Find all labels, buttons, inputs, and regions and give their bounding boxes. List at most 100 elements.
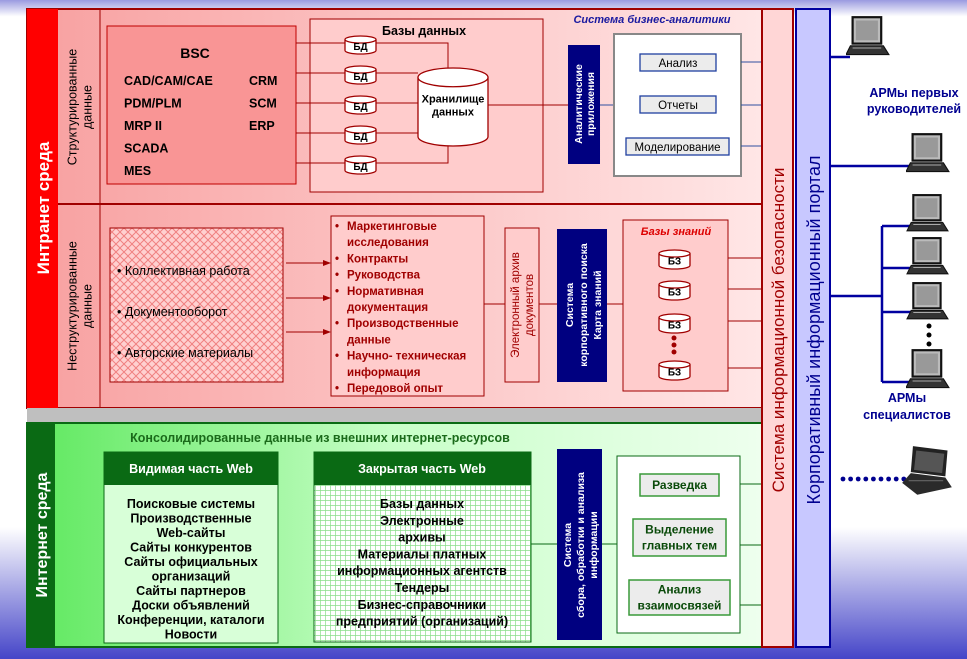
collaboration-item: • Коллективная работа: [117, 264, 250, 278]
bsc-system-item: CAD/CAM/CAE: [124, 74, 213, 88]
bi-analysis-button[interactable]: Анализ: [639, 53, 717, 72]
intranet-strip: [27, 9, 58, 408]
text-line: руководителей: [867, 102, 961, 116]
bullet-icon: •: [335, 221, 339, 233]
cylinder-label: БЗ: [668, 288, 681, 299]
corporate-search-box: [557, 229, 607, 382]
text-line: данные: [81, 85, 95, 129]
bullet-icon: •: [335, 253, 339, 265]
database-icon: БД: [344, 125, 377, 145]
document-type-label: Нормативная: [347, 286, 424, 298]
document-type-label: документация: [347, 302, 428, 314]
dot: [893, 476, 899, 482]
bsc-system-item: MRP II: [124, 119, 162, 133]
relationship-analysis-button[interactable]: Анализ взаимосвязей: [628, 579, 731, 616]
text-line: Система: [562, 523, 574, 567]
document-type-label: Научно- техническая: [347, 351, 466, 363]
visible-web-item: Новости: [165, 628, 217, 642]
text-line: информации: [588, 511, 600, 578]
dotted-connection: [840, 476, 907, 482]
text-line: Электронный архив: [510, 252, 522, 358]
bi-reports-button[interactable]: Отчеты: [639, 95, 717, 114]
knowledge-base-icon: БЗ: [658, 313, 691, 334]
closed-web-item: Базы данных: [380, 497, 464, 511]
collaboration-item: • Документооборот: [117, 305, 228, 319]
security-system-label: Система информационной безопасности: [769, 168, 788, 493]
bsc-system-item: ERP: [249, 119, 275, 133]
visible-web-title: Видимая часть Web: [129, 462, 253, 476]
bi-connectors: [741, 61, 762, 147]
button-label: взаимосвязей: [638, 599, 722, 613]
network-lines: [830, 55, 912, 384]
visible-web-item: Конференции, каталоги: [117, 613, 264, 627]
dot: [855, 476, 861, 482]
dot: [886, 476, 891, 482]
document-type-label: Передовой опыт: [347, 383, 443, 395]
closed-web-header: [314, 452, 531, 485]
text-line: приложения: [585, 72, 597, 136]
text-line: специалистов: [863, 408, 951, 422]
text-line: документов: [524, 274, 536, 336]
closed-web-item: информационных агентств: [337, 564, 507, 578]
dot: [878, 476, 884, 482]
arrows: [286, 260, 331, 335]
document-type-label: информация: [347, 367, 420, 379]
document-type-label: исследования: [347, 237, 429, 249]
document-type-label: Контракты: [347, 253, 408, 265]
analysis-connectors: [740, 483, 762, 606]
button-label: главных тем: [642, 539, 717, 553]
closed-web-item: Материалы платных: [358, 547, 487, 561]
knowledge-base-icon: БЗ: [658, 249, 691, 270]
button-label: Анализ: [658, 583, 702, 597]
visible-web-item: Сайты конкурентов: [130, 541, 252, 555]
cylinder-label: БД: [353, 102, 367, 113]
text-line: Структурированные: [66, 49, 80, 165]
dot: [840, 476, 846, 482]
database-icon: БД: [344, 95, 377, 115]
security-system-column: [761, 8, 794, 648]
text-line: Неструктурированные: [66, 241, 80, 371]
bsc-system-item: PDM/PLM: [124, 97, 182, 111]
cylinder-label: данных: [432, 107, 475, 119]
visible-web-item: Производственные: [130, 512, 251, 526]
intelligence-button[interactable]: Разведка: [639, 473, 720, 497]
closed-web-item: Электронные: [380, 514, 464, 528]
closed-web-item: архивы: [398, 531, 445, 545]
dot: [863, 476, 869, 482]
bi-modeling-button[interactable]: Моделирование: [625, 137, 730, 156]
bullet-icon: •: [335, 383, 339, 395]
visible-web-item: Поисковые системы: [127, 497, 255, 511]
database-icon: БД: [344, 35, 377, 55]
text-line: данные: [81, 284, 95, 328]
documents-list-box: [330, 215, 485, 397]
kb-connectors: [728, 257, 762, 369]
cylinder-label: БД: [353, 162, 367, 173]
bsc-system-item: SCM: [249, 97, 277, 111]
document-type-item: • Контракты: [335, 253, 408, 265]
visible-web-item: организаций: [152, 570, 231, 584]
document-type-label: Производственные: [347, 318, 459, 330]
knowledge-base-icon: БЗ: [658, 280, 691, 301]
text-line: АРМы первых: [869, 86, 958, 100]
corporate-portal-label: Корпоративный информационный портал: [804, 155, 824, 504]
internet-section: Интернет среда Консолидированные данные …: [26, 422, 763, 648]
closed-web-item: Бизнес-справочники: [358, 598, 487, 612]
bi-title: Система бизнес-аналитики: [573, 14, 730, 26]
document-type-label: Руководства: [347, 270, 421, 282]
closed-web-item: Тендеры: [395, 581, 450, 595]
bsc-title: BSC: [180, 45, 210, 61]
knowledge-bases-title: Базы знаний: [641, 226, 712, 238]
internet-label: Интернет среда: [34, 472, 51, 597]
database-icon: БД: [344, 65, 377, 85]
databases-title: Базы данных: [382, 24, 466, 38]
document-type-item: • Передовой опыт: [335, 383, 443, 395]
text-line: сбора, обработки и анализа: [575, 472, 587, 618]
